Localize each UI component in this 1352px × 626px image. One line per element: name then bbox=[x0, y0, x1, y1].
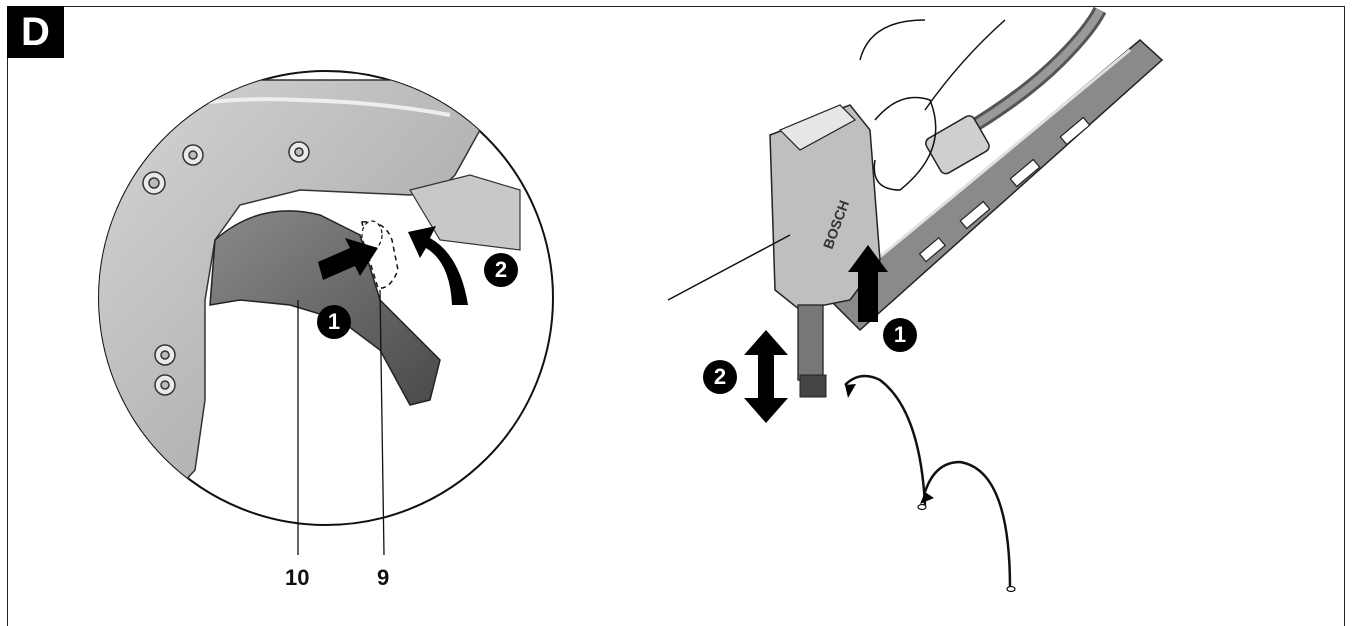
step-badge-press-lock: 1 bbox=[317, 305, 351, 339]
callout-lock: 9 bbox=[377, 565, 390, 590]
figure-label: D bbox=[7, 6, 64, 58]
lift-arrow bbox=[848, 245, 888, 322]
detail-magnifier bbox=[98, 70, 554, 526]
leader-line-lock bbox=[379, 289, 385, 556]
step-badge-pull-trigger: 2 bbox=[484, 253, 518, 287]
screw-icon bbox=[142, 141, 310, 396]
callout-trigger: 10 bbox=[285, 565, 310, 590]
contact-arm bbox=[797, 304, 824, 381]
figure-frame bbox=[7, 6, 1345, 626]
step-badge-bump: 2 bbox=[703, 360, 737, 394]
magazine bbox=[828, 39, 1164, 332]
pull-arrow bbox=[408, 226, 468, 305]
bump-arrow bbox=[744, 330, 788, 423]
hand-outline bbox=[859, 19, 937, 191]
step-badge-lift: 1 bbox=[883, 318, 917, 352]
workpiece-edge bbox=[667, 234, 791, 301]
nail-point bbox=[1006, 585, 1016, 593]
trajectory-curve bbox=[844, 374, 927, 506]
nail-point bbox=[917, 503, 927, 511]
push-arrow bbox=[318, 238, 378, 280]
nailer-illustration: BOSCH bbox=[667, 6, 1164, 593]
